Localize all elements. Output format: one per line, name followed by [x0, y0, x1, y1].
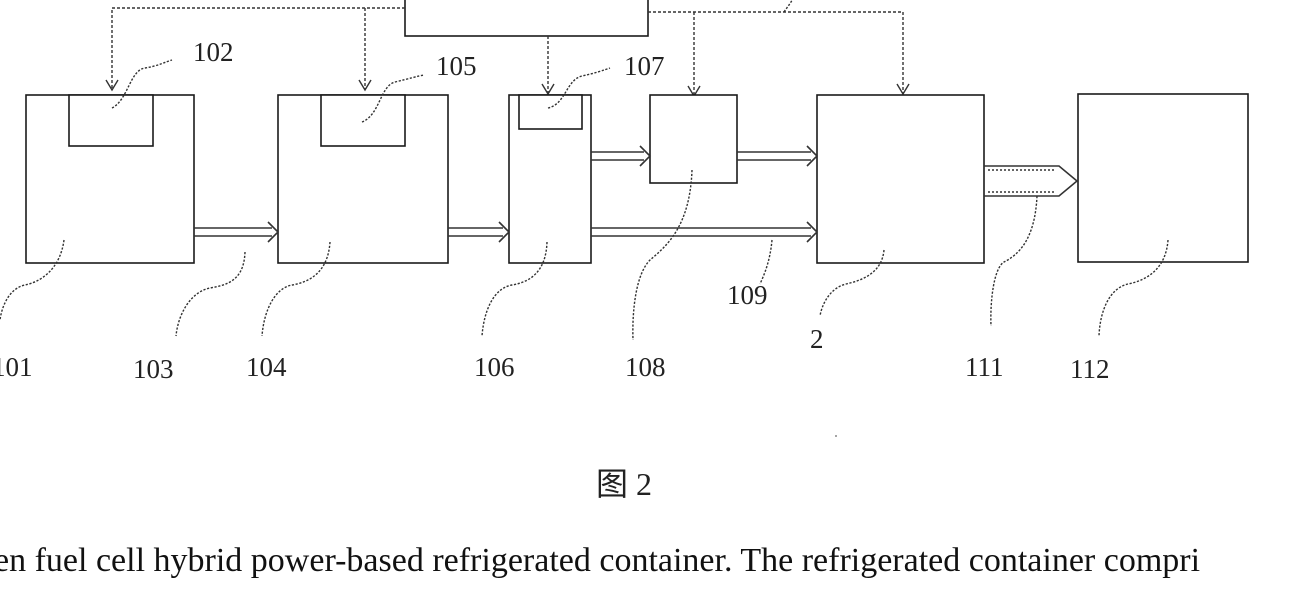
label-107: 107: [624, 51, 665, 81]
box-2: [817, 95, 984, 263]
label-103: 103: [133, 354, 174, 384]
controller-box: [405, 0, 648, 36]
figure-caption: 图 2: [596, 466, 652, 502]
flow-arrow-103: [194, 222, 278, 242]
flow-arrow-109: [591, 222, 817, 242]
signal-line-to-2: [648, 12, 903, 94]
flow-arrow-104-106: [448, 222, 509, 242]
label-105: 105: [436, 51, 477, 81]
component-boxes: [26, 94, 1248, 263]
signal-line-to-102: [112, 8, 405, 90]
box-112: [1078, 94, 1248, 262]
leader-103: [176, 252, 245, 336]
label-102: 102: [193, 37, 234, 67]
leader-111: [991, 196, 1037, 326]
label-109: 109: [727, 280, 768, 310]
label-106: 106: [474, 352, 515, 382]
leader-top-right: [784, 0, 793, 12]
body-text-line: en fuel cell hybrid power-based refriger…: [0, 542, 1200, 580]
label-101: 101: [0, 352, 33, 382]
flow-arrow-108-2: [737, 146, 817, 166]
label-108: 108: [625, 352, 666, 382]
stray-dot: [835, 435, 837, 437]
box-102: [69, 95, 153, 146]
label-2: 2: [810, 324, 824, 354]
label-112: 112: [1070, 354, 1110, 384]
box-107: [519, 95, 582, 129]
box-108: [650, 95, 737, 183]
box-105: [321, 95, 405, 146]
label-111: 111: [965, 352, 1004, 382]
label-104: 104: [246, 352, 287, 382]
leader-108: [633, 170, 692, 340]
flow-arrow-111: [984, 166, 1077, 196]
leader-109: [760, 240, 772, 284]
flow-arrow-106-108: [591, 146, 650, 166]
